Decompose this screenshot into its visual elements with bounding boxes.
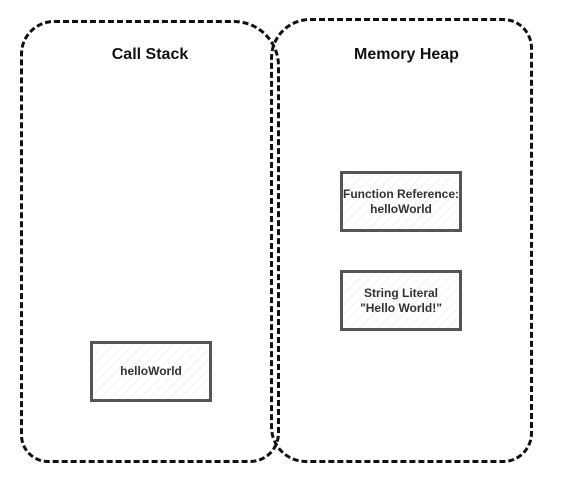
call-stack-frame-label: helloWorld (120, 364, 182, 378)
memory-heap-title: Memory Heap (354, 46, 459, 63)
string-literal-box: String Literal "Hello World!" (340, 270, 462, 331)
string-literal-label: String Literal "Hello World!" (360, 285, 442, 315)
function-reference-label: Function Reference: helloWorld (343, 186, 460, 216)
function-reference-box: Function Reference: helloWorld (340, 171, 462, 232)
memory-heap-region (270, 18, 533, 463)
call-stack-frame-box: helloWorld (90, 341, 212, 402)
call-stack-region (20, 20, 280, 463)
call-stack-title: Call Stack (111, 46, 189, 63)
